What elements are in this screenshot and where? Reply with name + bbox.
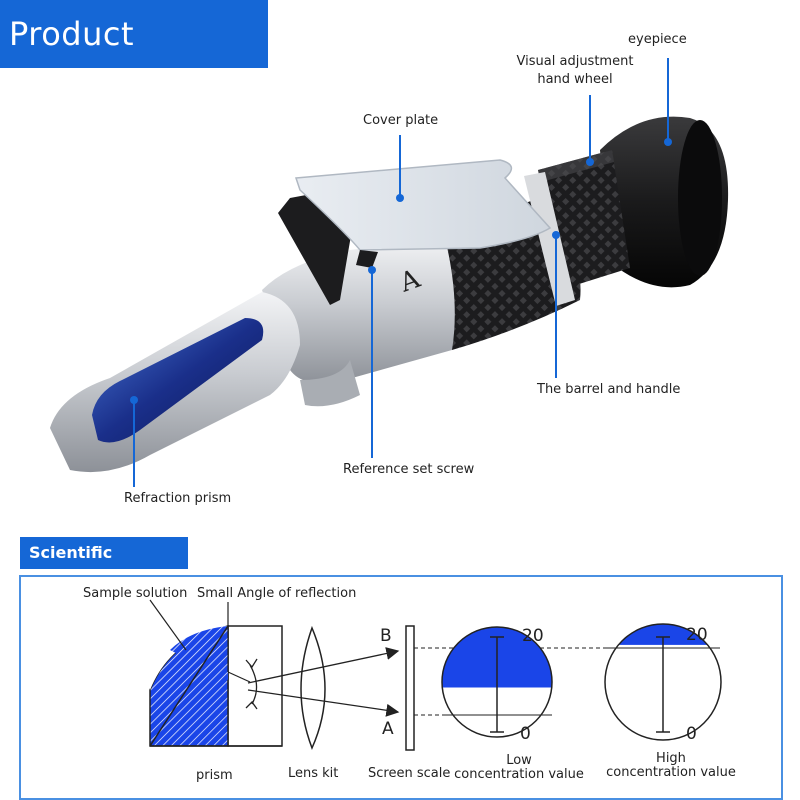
sample-pointer — [149, 599, 187, 651]
section-title: Scientific principle — [20, 537, 188, 594]
pointer-dots — [130, 138, 672, 404]
label-high-concentration: High concentration value — [603, 751, 739, 780]
pointer-lines — [133, 58, 669, 487]
label-refraction-prism: Refraction prism — [124, 491, 232, 506]
label-sample-solution: Sample solution — [83, 586, 188, 601]
label-lens-kit: Lens kit — [288, 766, 339, 781]
label-point-b: B — [380, 626, 392, 646]
label-hand-wheel-line2: hand wheel — [537, 72, 613, 87]
cover-plate-part — [278, 159, 552, 305]
label-reference-screw: Reference set screw — [343, 462, 475, 477]
eyepiece-part — [600, 116, 729, 288]
principle-frame — [19, 575, 783, 800]
label-high-line1: High — [656, 751, 686, 766]
label-low-line2: concentration value — [454, 767, 584, 782]
high-scale-top: 20 — [686, 625, 708, 645]
lens-shape — [300, 625, 326, 750]
label-eyepiece: eyepiece — [628, 32, 687, 47]
label-point-a: A — [382, 719, 394, 739]
label-low-concentration: Low concentration value — [452, 753, 586, 782]
angle-arc — [249, 664, 258, 705]
screen-scale-shape — [405, 625, 415, 751]
low-scale-top: 20 — [522, 626, 544, 646]
ray-b — [247, 647, 400, 684]
label-hand-wheel: Visual adjustment hand wheel — [510, 54, 640, 87]
label-high-line2: concentration value — [606, 765, 736, 780]
label-small-angle: Small Angle of reflection — [197, 586, 357, 601]
label-barrel-handle: The barrel and handle — [537, 382, 681, 397]
body-part: A — [262, 238, 455, 407]
label-screen-scale: Screen scale — [368, 766, 451, 781]
page-title: Product analysis — [0, 0, 268, 121]
prism-shape — [149, 625, 283, 747]
label-prism: prism — [196, 768, 233, 783]
label-cover-plate: Cover plate — [363, 113, 439, 128]
high-scale-bottom: 0 — [686, 724, 697, 744]
low-scale-bottom: 0 — [520, 724, 531, 744]
ray-a — [247, 689, 400, 717]
label-hand-wheel-line1: Visual adjustment — [516, 54, 634, 69]
label-low-line1: Low — [506, 753, 532, 768]
